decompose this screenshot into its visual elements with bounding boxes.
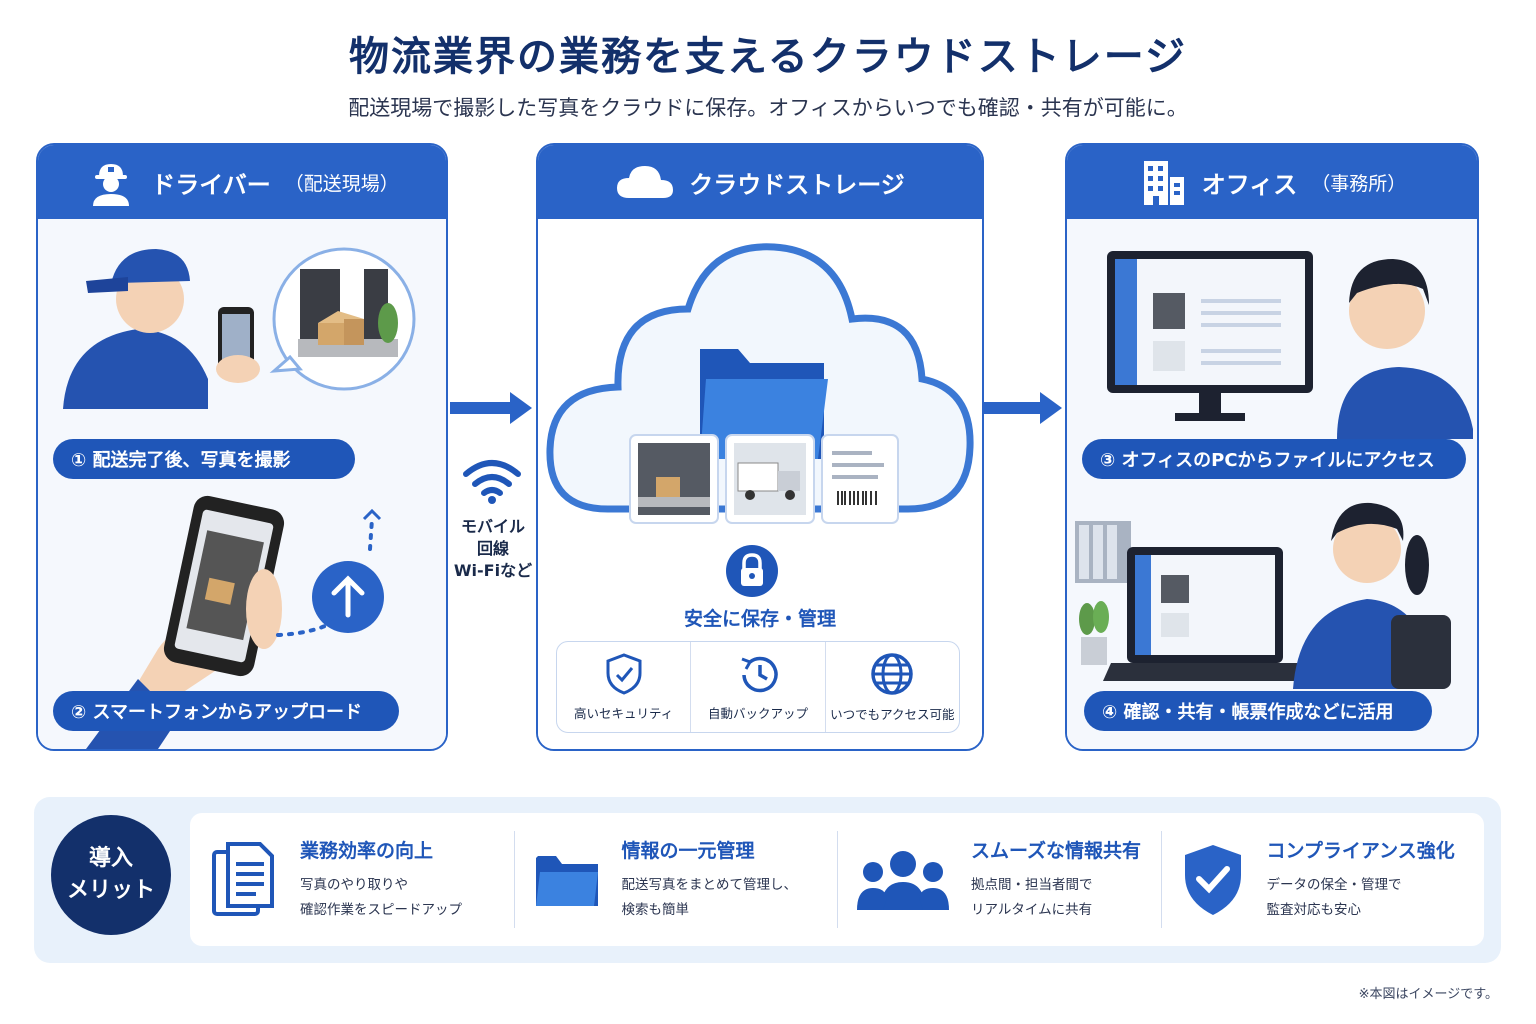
office-panel-body: ③ オフィスのPCからファイルにアクセス ④ 確認・共有・帳票作成などに活用: [1067, 219, 1477, 749]
delivery-driver-icon: [93, 164, 130, 206]
page-subtitle: 配送現場で撮影した写真をクラウドに保存。オフィスからいつでも確認・共有が可能に。: [348, 96, 1188, 120]
merit-title: 情報の一元管理: [621, 840, 755, 862]
cloud-icon: [617, 166, 674, 198]
merit-title: コンプライアンス強化: [1266, 840, 1455, 862]
step-4-pill: ④ 確認・共有・帳票作成などに活用: [1084, 691, 1432, 731]
lock-icon: [726, 545, 778, 597]
merit-desc-line2: リアルタイムに共有: [971, 902, 1093, 918]
feature-security-label: 高いセキュリティ: [574, 705, 674, 721]
wifi-icon: [463, 460, 521, 504]
connection-label-line1: モバイル: [460, 517, 525, 536]
document-icon: [212, 841, 274, 916]
feature-backup-label: 自動バックアップ: [707, 705, 808, 721]
merit-item: スムーズな情報共有 拠点間・担当者間で リアルタイムに共有: [837, 813, 1161, 946]
merits-badge-line1: 導入: [88, 846, 133, 871]
merit-title: スムーズな情報共有: [971, 840, 1142, 862]
office-panel-header: オフィス （事務所）: [1067, 145, 1477, 219]
driver-panel-header: ドライバー （配送現場）: [38, 145, 446, 219]
office-building-icon: [1143, 161, 1184, 205]
folder-icon: [535, 855, 598, 906]
cloud-panel-title: クラウドストレージ: [689, 170, 905, 199]
shield-check-icon: [1184, 844, 1241, 915]
step-2-pill: ② スマートフォンからアップロード: [53, 691, 399, 731]
merit-desc-line1: データの保全・管理で: [1266, 877, 1402, 893]
step-1-pill: ① 配送完了後、写真を撮影: [53, 439, 355, 479]
merit-title: 業務効率の向上: [300, 840, 434, 862]
office-panel: オフィス （事務所）: [1065, 143, 1479, 751]
merit-desc-line2: 検索も簡単: [621, 902, 690, 918]
page-title: 物流業界の業務を支えるクラウドストレージ: [349, 34, 1187, 80]
merit-item: 情報の一元管理 配送写真をまとめて管理し、 検索も簡単: [513, 813, 838, 946]
feature-access: いつでもアクセス可能: [826, 642, 959, 732]
office-panel-subtitle: （事務所）: [1311, 172, 1407, 195]
feature-backup: 自動バックアップ: [691, 642, 826, 732]
connection-label-line3: Wi-Fiなど: [453, 561, 533, 580]
feature-access-label: いつでもアクセス可能: [830, 706, 955, 722]
merit-desc-line2: 監査対応も安心: [1266, 902, 1362, 918]
cloud-features: 高いセキュリティ 自動バックアップ いつでもアクセス可能: [556, 641, 960, 733]
driver-photo-illustration: [63, 247, 416, 749]
merit-desc-line2: 確認作業をスピードアップ: [300, 902, 462, 918]
footnote: ※本図はイメージです。: [1358, 987, 1498, 1002]
step-3-pill: ③ オフィスのPCからファイルにアクセス: [1082, 439, 1466, 479]
secure-storage-label: 安全に保存・管理: [683, 608, 836, 630]
shield-icon: [606, 652, 642, 695]
merit-desc-line1: 拠点間・担当者間で: [971, 877, 1093, 893]
users-icon: [857, 850, 949, 910]
office-worker-illustration: [1075, 251, 1473, 689]
office-panel-title: オフィス: [1201, 170, 1298, 199]
clock-backup-icon: [741, 656, 778, 692]
merits-badge-line2: メリット: [66, 878, 155, 903]
arrow-right-icon: [984, 392, 1062, 424]
merit-item: コンプライアンス強化 データの保全・管理で 監査対応も安心: [1160, 813, 1485, 946]
connection-label: モバイル 回線 Wi-Fiなど: [450, 516, 536, 582]
merit-desc-line1: 写真のやり取りや: [300, 877, 408, 893]
cloud-storage-illustration: [546, 243, 974, 524]
arrow-right-icon: [450, 392, 532, 424]
driver-panel-subtitle: （配送現場）: [284, 172, 399, 195]
merits-badge: 導入 メリット: [51, 815, 171, 935]
driver-panel: ドライバー （配送現場）: [36, 143, 448, 751]
connection-label-line2: 回線: [476, 539, 509, 558]
driver-panel-body: ① 配送完了後、写真を撮影 ② スマートフォンからアップロード: [38, 219, 446, 749]
merits-card: 業務効率の向上 写真のやり取りや 確認作業をスピードアップ 情報の一元管理 配送…: [190, 813, 1484, 946]
merit-item: 業務効率の向上 写真のやり取りや 確認作業をスピードアップ: [190, 813, 514, 946]
cloud-panel-header: クラウドストレージ: [538, 145, 982, 219]
feature-security: 高いセキュリティ: [557, 642, 692, 732]
merit-desc-line1: 配送写真をまとめて管理し、: [621, 877, 798, 893]
driver-panel-title: ドライバー: [151, 170, 271, 199]
globe-icon: [871, 652, 914, 695]
